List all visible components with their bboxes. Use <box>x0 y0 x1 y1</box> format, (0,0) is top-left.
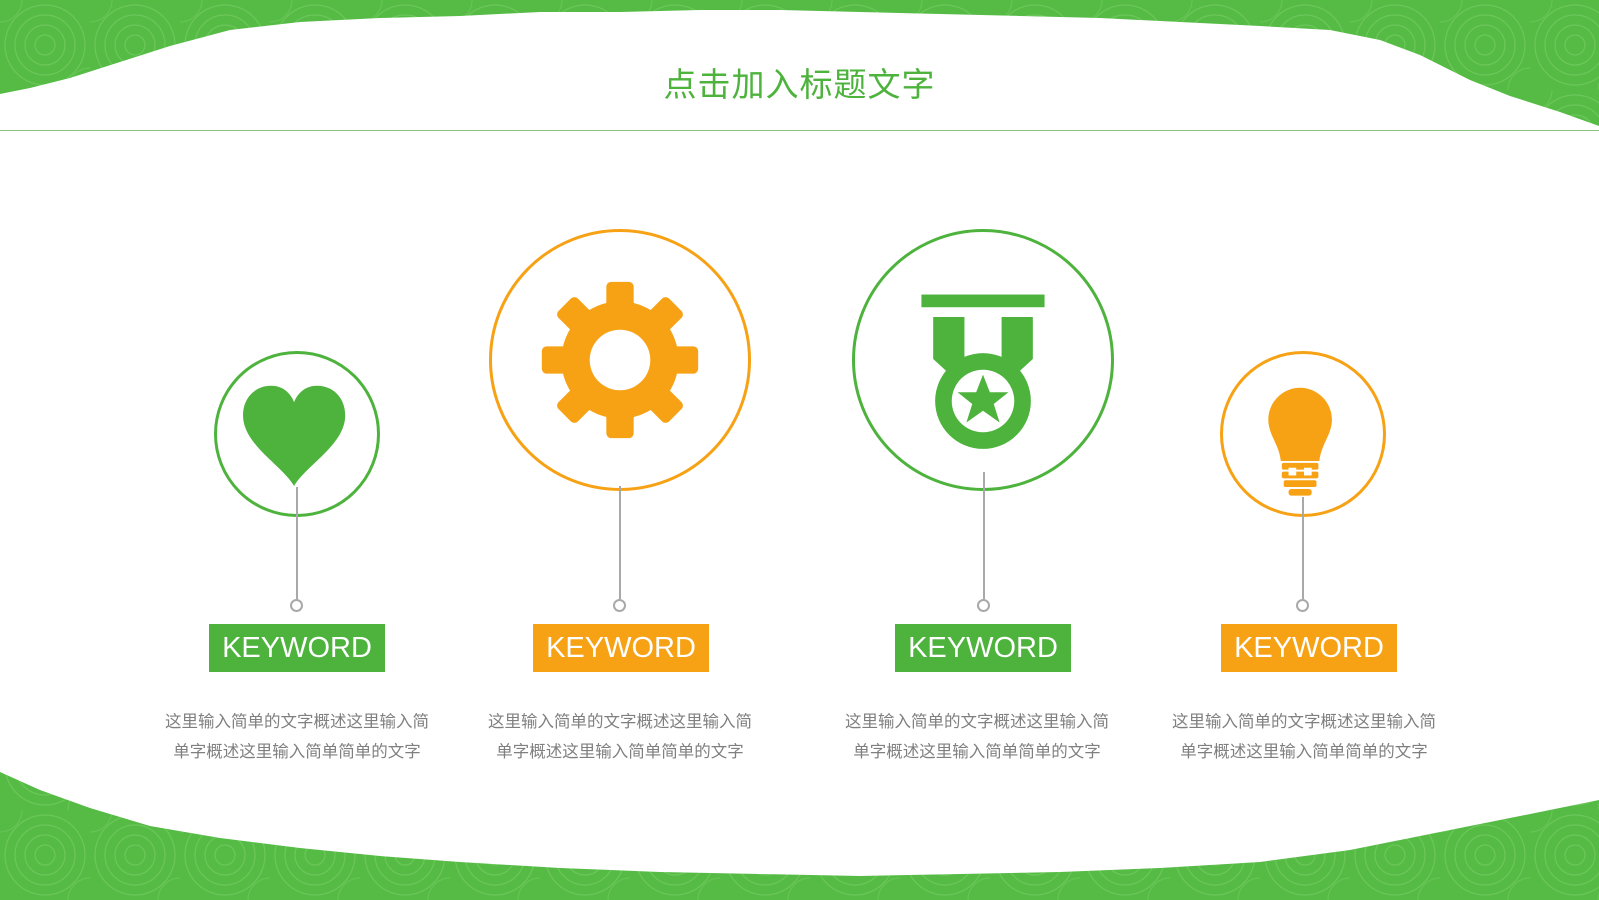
description-line-1: 这里输入简单的文字概述这里输入简 <box>1172 712 1436 731</box>
description-line-1: 这里输入简单的文字概述这里输入简 <box>488 712 752 731</box>
lightbulb-icon <box>1268 387 1332 496</box>
connector-line <box>1302 497 1304 599</box>
lightbulb-icon-circle <box>1220 351 1386 517</box>
description-line-2: 单字概述这里输入简单简单的文字 <box>496 742 744 761</box>
description-line-2: 单字概述这里输入简单简单的文字 <box>173 742 421 761</box>
description-line-1: 这里输入简单的文字概述这里输入简 <box>165 712 429 731</box>
connector-line <box>619 486 621 599</box>
connector-line <box>296 487 298 599</box>
keyword-label[interactable]: KEYWORD <box>533 624 709 672</box>
gear-icon <box>541 281 699 439</box>
connector-dot <box>290 599 303 612</box>
description-line-2: 单字概述这里输入简单简单的文字 <box>853 742 1101 761</box>
title-divider <box>0 130 1599 131</box>
keyword-label[interactable]: KEYWORD <box>1221 624 1397 672</box>
description-line-1: 这里输入简单的文字概述这里输入简 <box>845 712 1109 731</box>
heart-icon <box>243 385 346 487</box>
connector-dot <box>977 599 990 612</box>
connector-line <box>983 472 985 599</box>
keyword-label[interactable]: KEYWORD <box>209 624 385 672</box>
gear-icon-circle <box>489 229 751 491</box>
medal-icon <box>921 294 1045 449</box>
description-line-2: 单字概述这里输入简单简单的文字 <box>1180 742 1428 761</box>
connector-dot <box>1296 599 1309 612</box>
medal-icon-circle <box>852 229 1114 491</box>
slide-title[interactable]: 点击加入标题文字 <box>663 65 936 104</box>
connector-dot <box>613 599 626 612</box>
keyword-label[interactable]: KEYWORD <box>895 624 1071 672</box>
